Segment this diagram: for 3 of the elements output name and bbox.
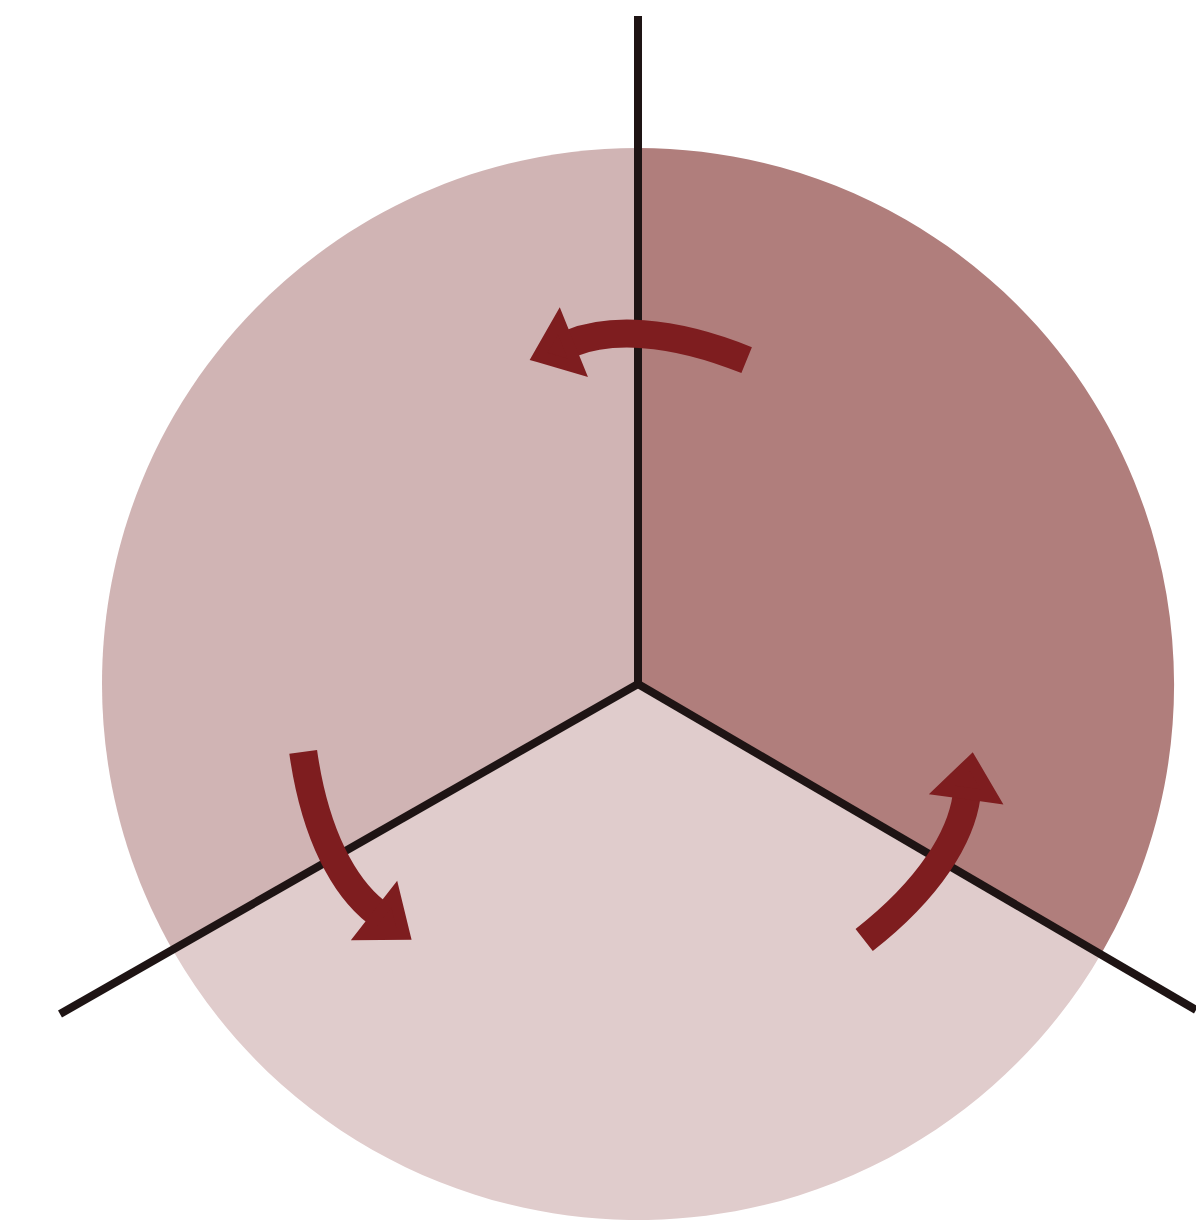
- sector: [638, 148, 1175, 952]
- sector: [102, 148, 638, 952]
- sector: [173, 684, 1103, 1220]
